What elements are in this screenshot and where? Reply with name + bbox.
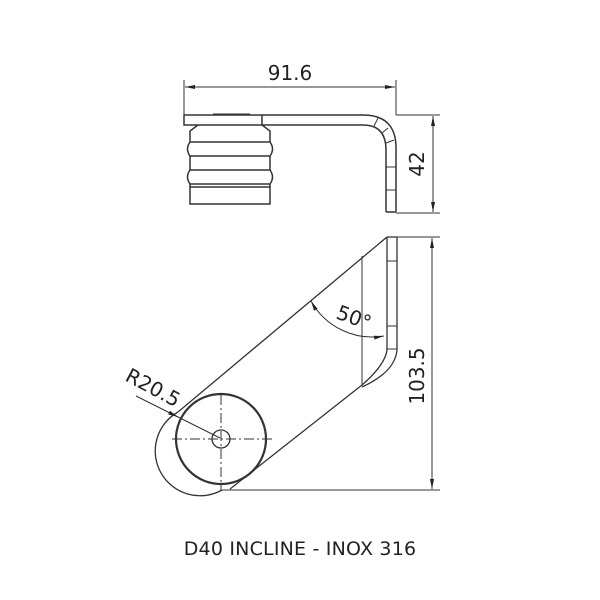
dimension-height-top bbox=[396, 114, 440, 214]
drawing-title: D40 INCLINE - INOX 316 bbox=[183, 538, 417, 560]
radius-leader bbox=[135, 395, 221, 439]
side-view bbox=[154, 236, 440, 497]
top-view bbox=[183, 113, 397, 213]
width-dimension-label: 91.6 bbox=[268, 61, 313, 85]
angle-dimension-label: 50° bbox=[333, 300, 375, 335]
height-top-dimension-label: 42 bbox=[405, 151, 429, 176]
dimension-width bbox=[183, 80, 397, 115]
dimension-height-side bbox=[397, 236, 440, 489]
bumper-circle bbox=[172, 392, 272, 490]
angle-dimension bbox=[310, 300, 385, 340]
height-side-dimension-label: 103.5 bbox=[405, 347, 429, 404]
